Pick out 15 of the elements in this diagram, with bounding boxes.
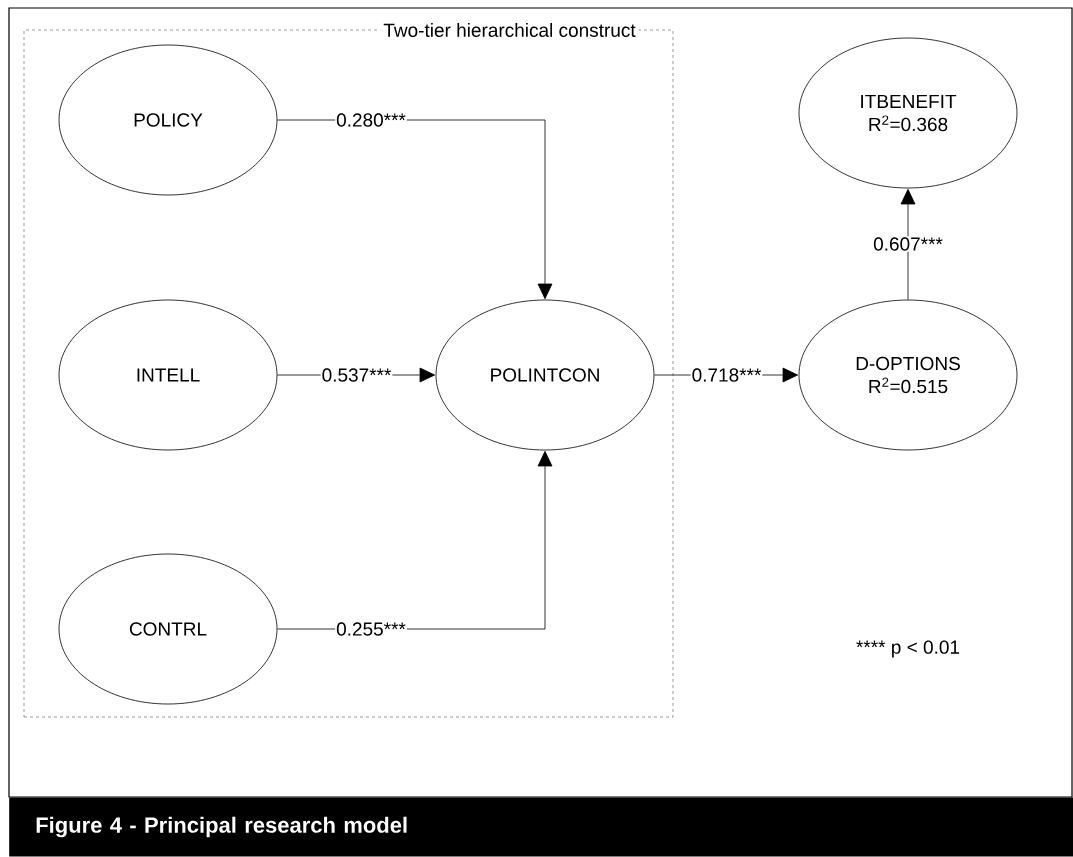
note: **** p < 0.01 <box>856 640 960 658</box>
edge-label: 0.280*** <box>335 112 407 128</box>
edge-label: 0.607*** <box>872 236 944 252</box>
edge-label: 0.537*** <box>320 367 393 383</box>
ellipse-node: POLICY <box>58 44 278 196</box>
frame-title: Two-tier hierarchical construct <box>380 20 639 40</box>
edge-label: 0.255*** <box>335 621 407 637</box>
ellipse-node: ITBENEFIT R$^{2}$=0.368 <box>798 37 1018 189</box>
ellipse-node: INTELL <box>58 299 278 451</box>
ellipse-node: POLINTCON <box>435 299 655 451</box>
caption-bar: Figure 4 - Principal research model <box>9 797 1073 857</box>
arrow <box>900 188 916 300</box>
edge-label: 0.718*** <box>690 367 763 383</box>
ellipse-node: D-OPTIONS R$^{2}$=0.515 <box>798 299 1018 451</box>
ellipse-node: CONTRL <box>58 553 278 705</box>
